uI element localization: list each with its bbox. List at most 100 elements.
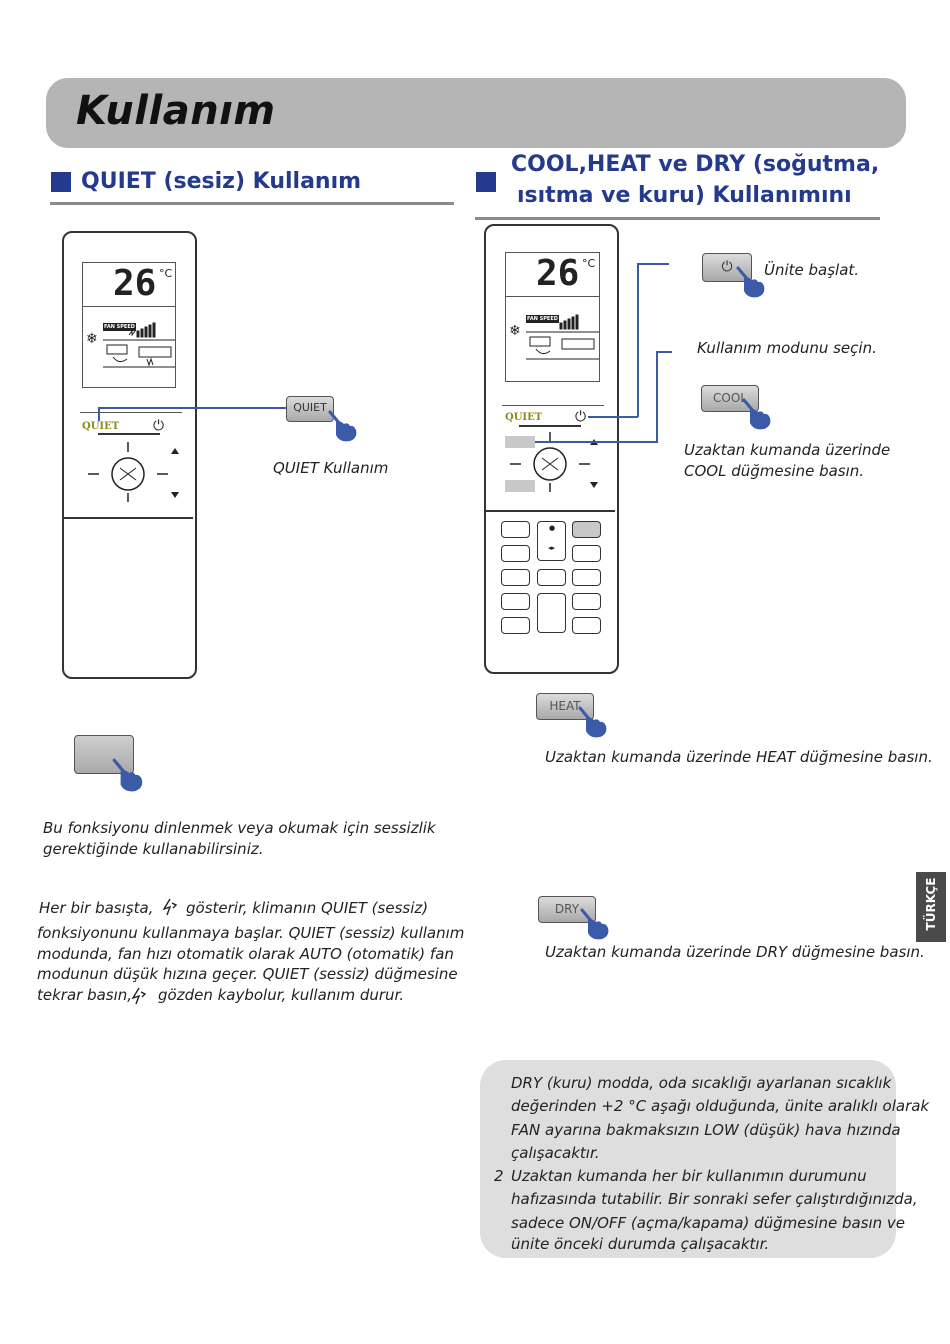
right-section-title-1: COOL,HEAT ve DRY (soğutma, [511, 152, 880, 177]
note-line: çalışacaktır. [511, 1144, 600, 1162]
remote-dpad-left [88, 442, 179, 502]
keypad-button-highlighted[interactable] [572, 521, 601, 538]
para2-line1a: Her bir basışta, [39, 899, 154, 917]
keypad-tall-button[interactable] [537, 593, 566, 633]
para2-line2: fonksiyonunu kullanmaya başlar. QUIET (s… [37, 924, 465, 942]
note-box [480, 1060, 896, 1258]
lcd-divider [83, 306, 175, 307]
keypad-button[interactable] [501, 521, 530, 538]
section-marker [476, 172, 496, 192]
remote-lcd-left: 26 °C FAN SPEED ❄ [82, 262, 176, 388]
lcd-divider [506, 296, 599, 297]
remote-line [98, 433, 160, 435]
connector-line [637, 263, 669, 265]
keypad-button[interactable] [501, 569, 530, 586]
para1-line2: gerektiğinde kullanabilirsiniz. [43, 840, 264, 858]
remote-lower-divider [62, 517, 193, 519]
note-line: değerinden +2 °C aşağı olduğunda, ünite … [511, 1097, 930, 1115]
keypad-button[interactable] [572, 569, 601, 586]
connector-line [656, 351, 658, 443]
pressing-hand-icon [742, 398, 771, 430]
connector-line [637, 263, 639, 417]
keypad-button[interactable] [537, 569, 566, 586]
para2-line3: modunda, fan hızı otomatik olarak AUTO (… [37, 945, 454, 963]
remote-line [519, 425, 581, 427]
left-section-title: QUIET (sesiz) Kullanım [81, 169, 362, 194]
note-line: FAN ayarına bakmaksızın LOW (düşük) hava… [511, 1121, 901, 1139]
connector-line [98, 407, 288, 409]
keypad-rocker[interactable]: ● ◂▸ [537, 521, 566, 561]
remote-divider [80, 412, 182, 413]
remote-lower-divider [484, 510, 615, 512]
lcd-unit: °C [582, 257, 596, 270]
blank-button[interactable] [74, 735, 134, 774]
connector-line [656, 351, 672, 353]
lcd-temperature: 26 [113, 263, 157, 304]
quiet-label: QUIET [82, 421, 120, 432]
snowflake-icon: ❄ [86, 331, 98, 347]
lcd-fan-speed-label: FAN SPEED [103, 323, 136, 331]
quiet-button[interactable]: QUIET [286, 396, 334, 422]
cool-button[interactable]: COOL [701, 385, 759, 412]
keypad-button[interactable] [501, 593, 530, 610]
dry-button[interactable]: DRY [538, 896, 596, 923]
quiet-label: QUIET [505, 412, 543, 423]
power-button[interactable]: ⏻ [702, 253, 752, 282]
mode-caption: Kullanım modunu seçin. [697, 339, 877, 357]
section-marker [51, 172, 71, 192]
right-section-rule [475, 217, 880, 220]
connector-line [535, 441, 657, 443]
keypad-button[interactable] [501, 617, 530, 634]
lcd-icons: ❄ [509, 314, 599, 360]
connector-line [588, 416, 638, 418]
heat-button[interactable]: HEAT [536, 693, 594, 720]
keypad-button[interactable] [572, 617, 601, 634]
cool-caption-2: COOL düğmesine basın. [684, 462, 865, 480]
lcd-icons: ❄ [86, 322, 175, 368]
pressing-hand-icon [736, 266, 765, 298]
keypad-button[interactable] [572, 593, 601, 610]
pressing-hand-icon [112, 758, 143, 792]
dry-caption: Uzaktan kumanda üzerinde DRY düğmesine b… [545, 943, 925, 961]
remote-dpad-right [510, 432, 598, 492]
lower-button-highlight[interactable] [505, 480, 535, 492]
lcd-fan-speed-label: FAN SPEED [526, 315, 559, 323]
note-line: sadece ON/OFF (açma/kapama) düğmesine ba… [511, 1214, 906, 1232]
cool-caption-1: Uzaktan kumanda üzerinde [684, 441, 891, 459]
para2-line5a: tekrar basın, [37, 986, 133, 1004]
note-number: 2 [494, 1167, 504, 1185]
remote-divider [502, 405, 604, 406]
quiet-mode-icon [129, 986, 149, 1010]
power-icon[interactable]: ⏻ [575, 409, 587, 425]
lcd-temperature: 26 [536, 253, 580, 294]
note-line: Uzaktan kumanda her bir kullanımın durum… [511, 1167, 867, 1185]
pressing-hand-icon [580, 908, 609, 940]
heat-caption: Uzaktan kumanda üzerinde HEAT düğmesine … [545, 748, 933, 766]
snowflake-icon: ❄ [509, 323, 521, 339]
keypad-button[interactable] [572, 545, 601, 562]
para2-line1b: gösterir, klimanın QUIET (sessiz) [186, 899, 429, 917]
para2-line5b: gözden kaybolur, kullanım durur. [158, 986, 405, 1004]
connector-line [98, 407, 100, 421]
lcd-unit: °C [159, 267, 173, 280]
left-section-rule [50, 202, 454, 205]
remote-lcd-right: 26 °C FAN SPEED ❄ [505, 252, 600, 382]
quiet-mode-icon [160, 897, 180, 921]
pressing-hand-icon [578, 706, 607, 738]
right-section-title-2: ısıtma ve kuru) Kullanımını [517, 183, 852, 208]
start-caption: Ünite başlat. [764, 261, 860, 279]
pressing-hand-icon [328, 410, 357, 442]
language-tab: TÜRKÇE [916, 872, 946, 942]
note-line: hafızasında tutabilir. Bir sonraki sefer… [511, 1190, 918, 1208]
page-title: Kullanım [76, 88, 276, 134]
keypad-button[interactable] [501, 545, 530, 562]
header-bar [46, 78, 906, 148]
mode-button-highlight[interactable] [505, 436, 535, 448]
note-line: DRY (kuru) modda, oda sıcaklığı ayarlana… [511, 1074, 892, 1092]
quiet-caption: QUIET Kullanım [273, 459, 389, 477]
note-line: ünite önceki durumda çalışacaktır. [511, 1235, 770, 1253]
language-tab-label: TÜRKÇE [924, 877, 938, 931]
power-icon: ⏻ [153, 418, 165, 434]
para2-line4: modunun düşük hızına geçer. QUIET (sessi… [37, 965, 458, 983]
para1-line1: Bu fonksiyonu dinlenmek veya okumak için… [43, 819, 436, 837]
